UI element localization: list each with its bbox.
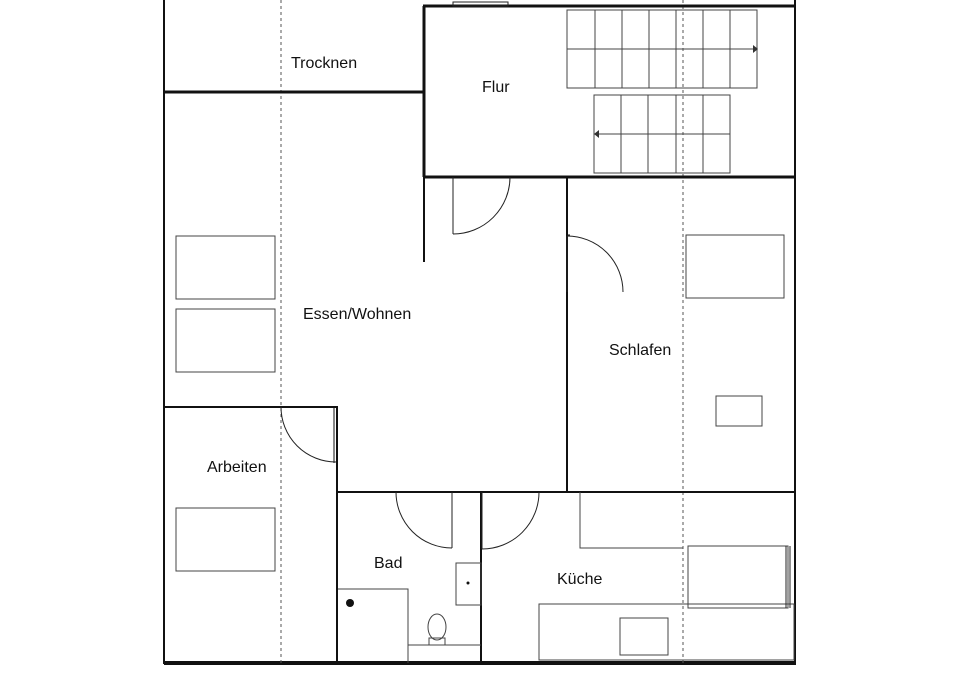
room-label-flur: Flur — [482, 79, 510, 96]
roof-slope-lines — [280, 0, 684, 664]
shower-drain-icon — [346, 599, 354, 607]
door-bad — [395, 491, 453, 549]
room-labels: Trocknen Flur Essen/Wohnen Schlafen Arbe… — [207, 55, 671, 588]
roof-windows — [175, 234, 785, 572]
schlafen-fixture — [715, 395, 763, 427]
room-label-essen-wohnen: Essen/Wohnen — [303, 306, 411, 323]
room-label-schlafen: Schlafen — [609, 342, 671, 359]
doors — [280, 176, 624, 550]
room-label-trocknen: Trocknen — [291, 55, 357, 72]
door-kueche — [481, 491, 540, 550]
kueche-fixtures — [538, 492, 795, 661]
room-label-bad: Bad — [374, 555, 402, 572]
sink-drain-icon — [466, 581, 470, 585]
room-label-kueche: Küche — [557, 571, 602, 588]
bad-fixtures — [338, 562, 482, 663]
room-label-arbeiten: Arbeiten — [207, 459, 267, 476]
door-schlafen — [566, 235, 624, 293]
staircase — [566, 9, 758, 174]
interior-walls — [164, 1, 796, 663]
door-arbeiten — [280, 406, 337, 463]
door-flur-essen — [452, 176, 511, 235]
toilet-icon — [427, 613, 447, 641]
